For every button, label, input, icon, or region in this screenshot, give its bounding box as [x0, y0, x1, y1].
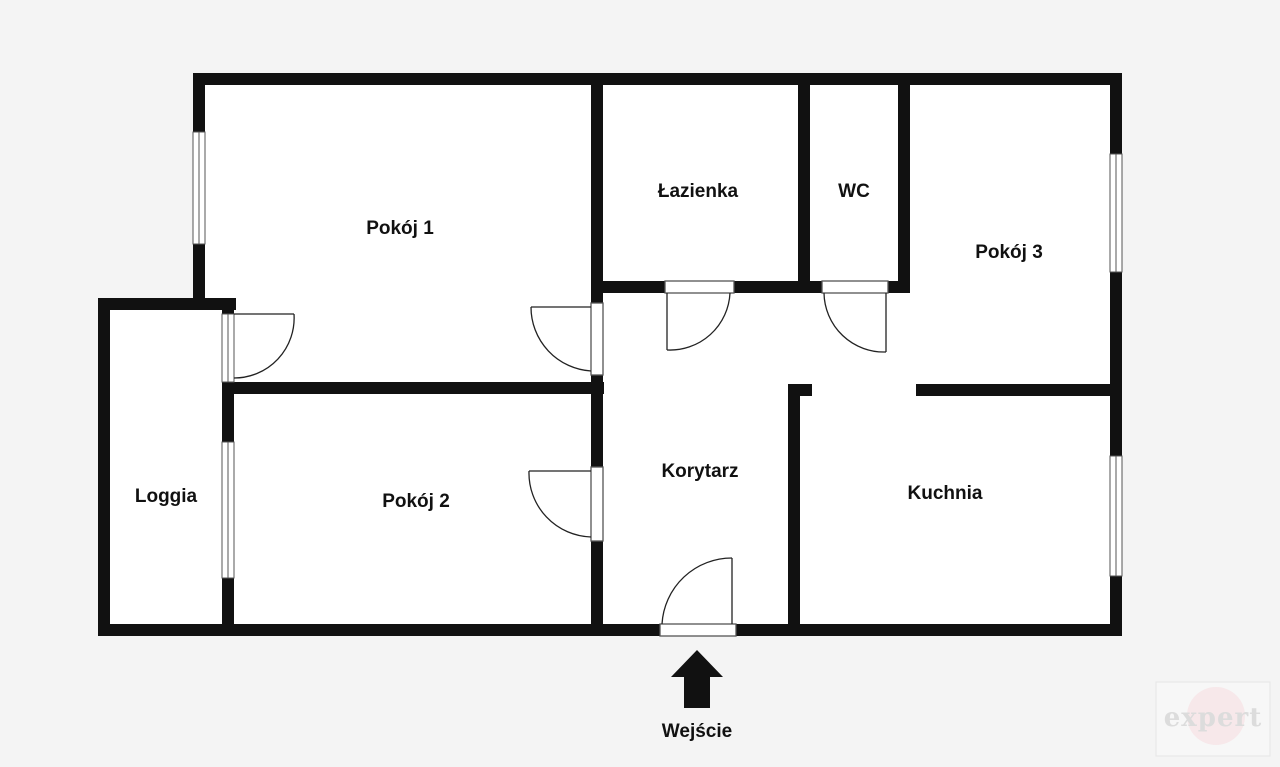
- outer-wall-bottom-right: [736, 624, 1122, 636]
- room-label-pokoj3: Pokój 3: [975, 242, 1043, 263]
- window-pokoj2: [221, 441, 235, 579]
- window-loggia-door: [221, 313, 235, 383]
- wall-kitchen-left: [788, 384, 800, 636]
- doors: [233, 280, 889, 637]
- door-lazienka: [664, 280, 735, 351]
- door-loggia: [233, 313, 295, 379]
- entrance-arrow-icon: [671, 650, 723, 708]
- wall-pokoj1-pokoj2: [222, 382, 604, 394]
- door-pokoj2: [528, 466, 604, 542]
- door-wc: [821, 280, 889, 353]
- entrance-label: Wejście: [662, 721, 732, 742]
- window-pokoj1: [192, 131, 206, 245]
- room-label-pokoj2: Pokój 2: [382, 491, 450, 512]
- wall-kitchen-top-right: [916, 384, 1122, 396]
- windows: [192, 131, 1123, 579]
- room-label-pokoj1: Pokój 1: [366, 218, 434, 239]
- walls: [98, 73, 1122, 636]
- corridor-wall-left-2: [591, 375, 603, 467]
- wall-wc-pokoj3: [898, 73, 910, 293]
- loggia-wall-mid: [222, 382, 234, 442]
- room-labels: Pokój 1 Łazienka WC Pokój 3 Loggia Pokój…: [135, 181, 1043, 512]
- loggia-wall-lower: [222, 578, 234, 636]
- corridor-wall-left-1: [591, 73, 603, 303]
- watermark-text: expert: [1164, 703, 1262, 733]
- room-label-korytarz: Korytarz: [661, 461, 738, 482]
- wall-bath-bottom-1: [591, 281, 665, 293]
- room-label-loggia: Loggia: [135, 486, 198, 507]
- room-label-wc: WC: [838, 181, 870, 202]
- door-pokoj1: [530, 302, 604, 376]
- room-label-lazienka: Łazienka: [658, 181, 739, 202]
- outer-wall-top: [193, 73, 1122, 85]
- room-label-kuchnia: Kuchnia: [908, 483, 983, 504]
- loggia-wall-upper: [222, 298, 234, 314]
- watermark-logo: expert: [1155, 681, 1271, 757]
- outer-wall-bottom-left: [98, 624, 660, 636]
- corridor-wall-left-3: [591, 541, 603, 636]
- wall-bath-wc: [798, 73, 810, 293]
- window-pokoj3: [1109, 153, 1123, 273]
- outer-wall-loggia-left: [98, 298, 110, 636]
- door-entrance: [659, 557, 737, 637]
- entrance-marker: Wejście: [662, 650, 732, 742]
- outer-wall-loggia-top: [98, 298, 236, 310]
- floor-fill: [104, 80, 1116, 630]
- window-kuchnia: [1109, 455, 1123, 577]
